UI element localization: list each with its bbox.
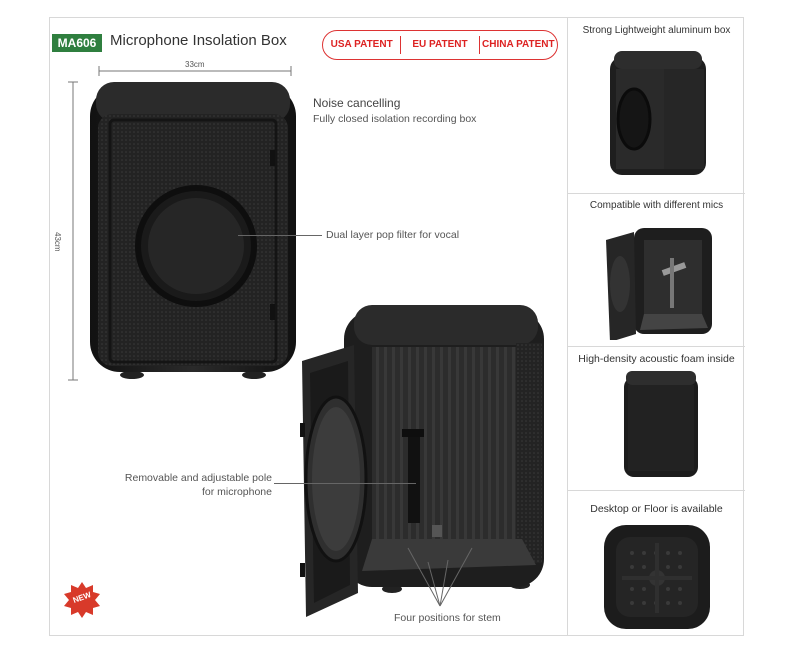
width-dimension-label: 33cm <box>185 60 205 69</box>
feature-sidebar: Strong Lightweight aluminum box Compatib… <box>567 17 745 636</box>
feature-label-foam: High-density acoustic foam inside <box>578 353 735 365</box>
new-starburst-icon <box>64 582 100 618</box>
patent-china: CHINA PATENT <box>478 36 557 54</box>
feature-label-mics: Compatible with different mics <box>589 200 724 211</box>
closed-box-image <box>624 371 698 477</box>
stem-leaders <box>407 547 473 607</box>
noise-cancelling-title: Noise cancelling <box>313 96 401 110</box>
patent-eu: EU PATENT <box>400 36 478 54</box>
pole-label-line1: Removable and adjustable pole <box>124 472 272 484</box>
pole-label-line2: for microphone <box>201 486 272 498</box>
model-badge: MA606 <box>52 34 102 52</box>
patent-usa: USA PATENT <box>330 39 393 50</box>
width-dimension-line <box>98 66 292 76</box>
pole-leader <box>274 483 416 484</box>
noise-cancelling-subtitle: Fully closed isolation recording box <box>313 113 477 125</box>
feature-panel-foam: High-density acoustic foam inside <box>568 347 745 491</box>
isolation-box-open-image <box>300 305 544 617</box>
feature-panel-aluminum: Strong Lightweight aluminum box <box>568 17 745 194</box>
feature-label-desktop: Desktop or Floor is available <box>590 503 723 515</box>
isolation-box-closed-image <box>90 82 296 379</box>
aluminum-box-image <box>610 51 706 175</box>
patent-pill: USA PATENT EU PATENT CHINA PATENT <box>322 30 558 60</box>
stem-positions-label: Four positions for stem <box>394 612 501 624</box>
feature-panel-desktop: Desktop or Floor is available <box>568 491 745 636</box>
box-bottom-image <box>604 525 710 629</box>
feature-label-aluminum: Strong Lightweight aluminum box <box>582 25 731 36</box>
pop-filter-leader <box>238 235 322 236</box>
feature-panel-mics: Compatible with different mics <box>568 194 745 347</box>
open-box-mic-image <box>606 228 712 340</box>
height-dimension-line <box>68 81 78 381</box>
height-dimension-label: 43cm <box>53 232 62 252</box>
pop-filter-label: Dual layer pop filter for vocal <box>326 229 460 241</box>
product-title: Microphone Insolation Box <box>110 32 287 49</box>
